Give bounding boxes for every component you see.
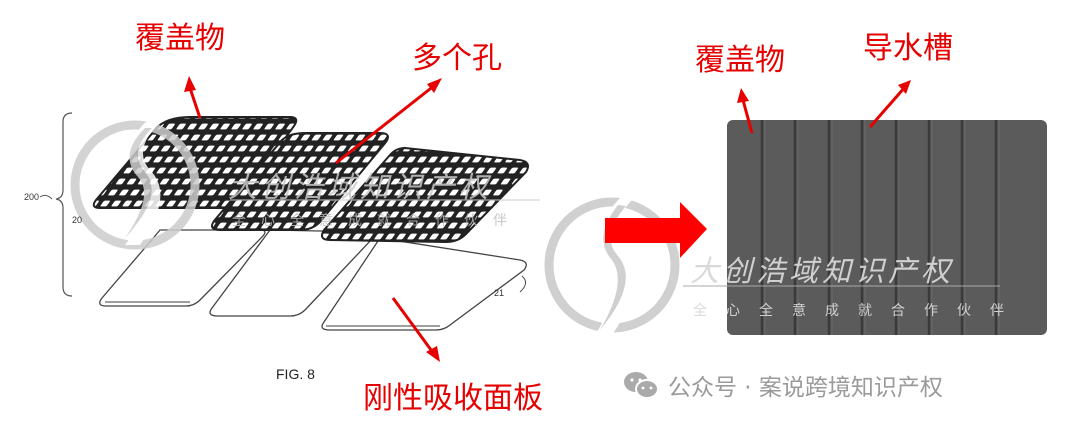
watermark-logo-left	[70, 120, 200, 250]
footer-account: 公众号 · 案说跨境知识产权	[622, 368, 943, 402]
label-rigid-panel: 刚性吸收面板	[363, 381, 543, 416]
bracket	[55, 112, 73, 297]
cover-photo-panel	[683, 120, 1047, 335]
ref-number-200: 200	[24, 192, 40, 202]
rigid-panels	[99, 229, 527, 331]
right-arrow-icon	[605, 202, 707, 258]
watermark-title-left: 大创浩域知识产权	[228, 170, 493, 204]
label-drain-groove: 导水槽	[863, 31, 953, 66]
wechat-icon	[624, 372, 659, 399]
ref-number-202: 20	[72, 215, 83, 225]
watermark-subtitle-left: 全心全意成就合作伙伴	[232, 213, 522, 229]
ref-number-210: 21	[494, 288, 505, 298]
annotation-arrows	[184, 76, 911, 362]
watermark-title-right: 大创浩域知识产权	[690, 254, 955, 288]
label-cover-right: 覆盖物	[695, 43, 785, 78]
figure-caption: FIG. 8	[276, 366, 315, 382]
watermark-subtitle-right: 全心全意成就合作伙伴	[693, 303, 1023, 319]
footer-text: 公众号 · 案说跨境知识产权	[668, 375, 943, 401]
label-holes: 多个孔	[412, 41, 502, 76]
label-cover-left: 覆盖物	[135, 21, 225, 56]
